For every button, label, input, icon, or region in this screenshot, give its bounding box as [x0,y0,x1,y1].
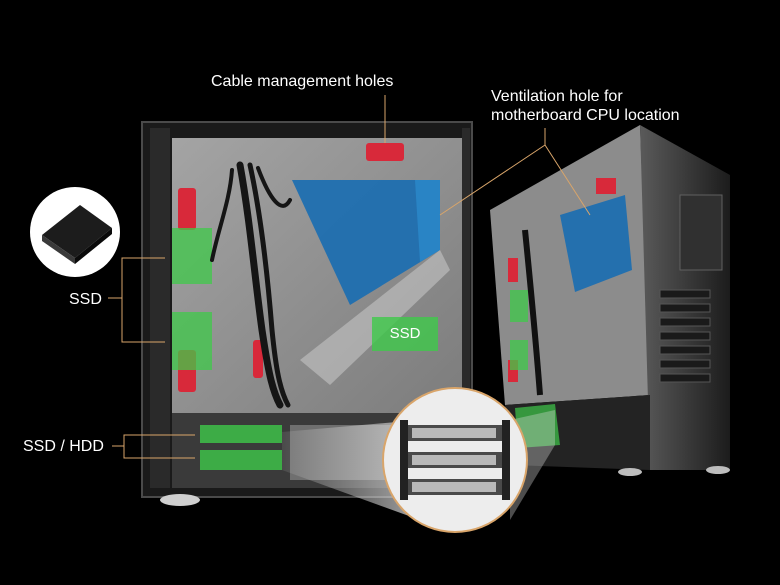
cable-holes-label: Cable management holes [211,73,394,90]
ventilation-label-line1: Ventilation hole for [491,88,623,105]
side-hdd-cage [515,404,560,448]
left-frame-rail [150,128,170,488]
side-cable-hole-low [508,360,518,382]
side-ssd-zone-upper [510,290,528,322]
ssd-label: SSD [69,291,102,308]
rear-fan-grille [679,194,723,271]
side-ventilation-hole [560,195,632,292]
cpu-ventilation-edge [415,180,440,262]
drive-cage-zoom [382,387,528,533]
case-foot-left [160,494,200,506]
ventilation-label: Ventilation hole for motherboard CPU loc… [491,87,680,125]
ssd-panel-mount [372,317,438,351]
cpu-ventilation-hole [292,180,440,305]
leader-lines [108,95,591,459]
side-foot-left [618,468,642,476]
ssd-hdd-label: SSD / HDD [23,438,104,455]
hdd-cage-lower [200,450,282,470]
cable-hole-left-top [178,188,196,230]
side-cable-hole-top [596,178,616,194]
side-ssd-zone-lower [510,340,528,370]
leader-ventilation-side [544,144,591,216]
cable-hole-top [366,143,404,161]
side-cable-hole-left [508,258,518,282]
side-foot-right [706,466,730,474]
ventilation-label-line2: motherboard CPU location [491,107,680,124]
side-cables [522,229,543,396]
right-frame-rail [462,128,470,488]
side-case [490,125,730,476]
ssd-zone-upper [172,228,212,284]
cable-bundle [210,161,292,409]
ssd-zone-lower [172,312,212,370]
expansion-slots [659,289,711,383]
cable-hole-center [253,340,263,378]
leader-ssd-bracket [121,257,165,343]
ssd-panel-label: SSD [389,325,421,342]
hdd-cage-upper [200,425,282,443]
ssd-drive-icon [30,187,120,277]
